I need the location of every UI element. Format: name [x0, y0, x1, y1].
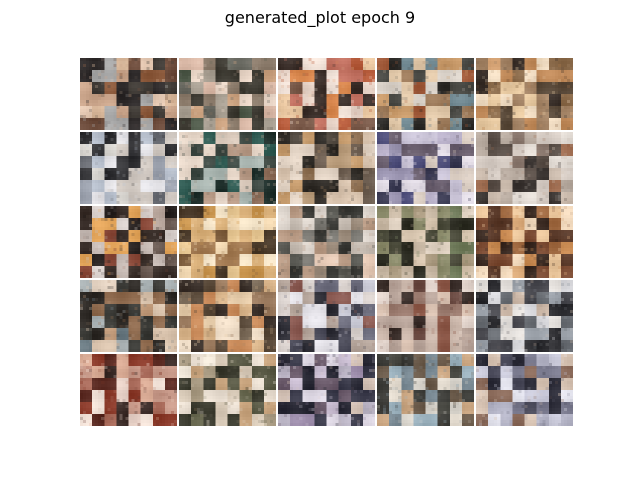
generated-sample-r1-c2: [278, 132, 375, 204]
generated-image-grid: [80, 58, 576, 427]
generated-sample-r3-c2: [278, 280, 375, 352]
generated-sample-r0-c0: [80, 58, 177, 130]
generated-sample-r3-c0: [80, 280, 177, 352]
generated-sample-r0-c1: [179, 58, 276, 130]
generated-sample-r4-c0: [80, 354, 177, 426]
generated-sample-r1-c1: [179, 132, 276, 204]
generated-sample-r2-c3: [377, 206, 474, 278]
plot-title: generated_plot epoch 9: [224, 8, 416, 27]
generated-sample-r2-c1: [179, 206, 276, 278]
generated-sample-r1-c4: [476, 132, 573, 204]
generated-sample-r1-c3: [377, 132, 474, 204]
generated-sample-r4-c2: [278, 354, 375, 426]
generated-sample-r3-c3: [377, 280, 474, 352]
generated-sample-r2-c0: [80, 206, 177, 278]
generated-sample-r0-c3: [377, 58, 474, 130]
generated-sample-r4-c4: [476, 354, 573, 426]
generated-sample-r0-c2: [278, 58, 375, 130]
generated-sample-r2-c4: [476, 206, 573, 278]
generated-sample-r4-c1: [179, 354, 276, 426]
generated-sample-r1-c0: [80, 132, 177, 204]
generated-sample-r0-c4: [476, 58, 573, 130]
generated-sample-r4-c3: [377, 354, 474, 426]
generated-sample-r3-c4: [476, 280, 573, 352]
generated-sample-r3-c1: [179, 280, 276, 352]
generated-sample-r2-c2: [278, 206, 375, 278]
